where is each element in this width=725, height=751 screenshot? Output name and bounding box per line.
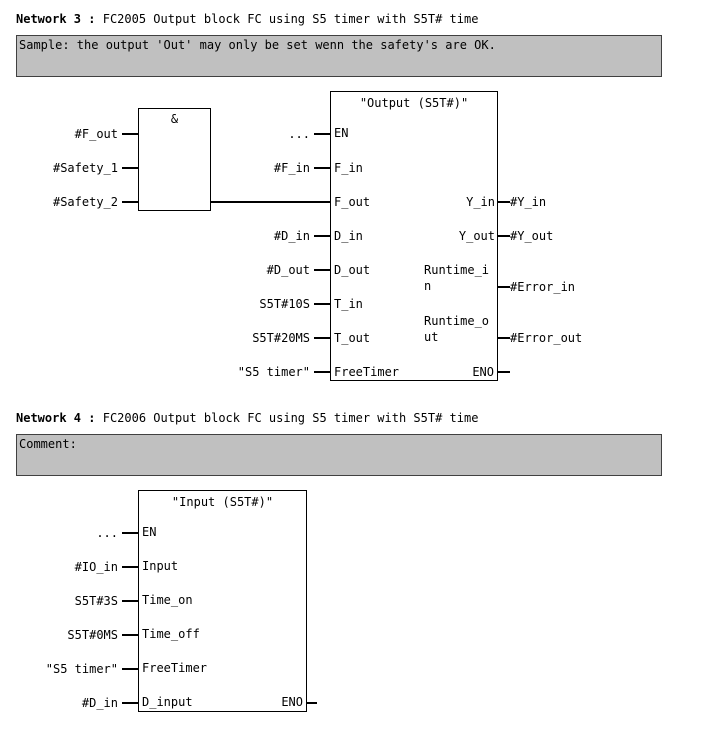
wire-error-out	[498, 337, 510, 339]
actual-d-in: #D_in	[273, 229, 310, 243]
actual-input: #IO_in	[74, 560, 118, 574]
wire-en	[314, 133, 330, 135]
actual-error-out: #Error_out	[510, 331, 583, 345]
wire-en	[122, 532, 138, 534]
pin-en: EN	[334, 126, 349, 140]
pin-time-on: Time_on	[142, 593, 193, 607]
pin-t-out: T_out	[334, 331, 371, 345]
pin-freetimer: FreeTimer	[142, 661, 208, 675]
and-output-wire	[211, 201, 331, 203]
and-input-1: #F_out	[74, 127, 118, 141]
actual-en: ...	[288, 127, 310, 141]
actual-y-out: #Y_out	[510, 229, 554, 243]
and-input-2: #Safety_1	[52, 161, 118, 175]
network-label: Network 4	[16, 411, 82, 425]
wire-t-in	[314, 303, 330, 305]
wire-y-in	[498, 201, 510, 203]
wire-f-in	[314, 167, 330, 169]
pin-f-in: F_in	[334, 161, 363, 175]
pin-time-off: Time_off	[142, 627, 200, 641]
wire-time-off	[122, 634, 138, 636]
and-input-2-wire	[122, 167, 138, 169]
network-4-header: Network 4 : FC2006 Output block FC using…	[16, 411, 478, 425]
actual-en: ...	[96, 526, 118, 540]
pin-runtime-out-2: ut	[424, 330, 439, 344]
wire-freetimer	[122, 668, 138, 670]
network-3-comment[interactable]: Sample: the output 'Out' may only be set…	[16, 35, 662, 77]
pin-d-input: D_input	[142, 695, 193, 709]
fc-block-title: "Input (S5T#)"	[171, 495, 274, 509]
fc-block-title: "Output (S5T#)"	[359, 96, 469, 110]
comment-text: Sample: the output 'Out' may only be set…	[19, 38, 496, 52]
wire-input	[122, 566, 138, 568]
network-4-comment[interactable]: Comment:	[16, 434, 662, 476]
wire-error-in	[498, 286, 510, 288]
pin-eno: ENO	[281, 695, 303, 709]
pin-runtime-out-1: Runtime_o	[424, 314, 490, 328]
wire-eno	[498, 371, 510, 373]
pin-runtime-in-2: n	[424, 279, 432, 293]
wire-t-out	[314, 337, 330, 339]
pin-d-out: D_out	[334, 263, 371, 277]
wire-freetimer	[314, 371, 330, 373]
and-input-3: #Safety_2	[52, 195, 118, 209]
network-sep: :	[88, 12, 96, 26]
wire-time-on	[122, 600, 138, 602]
network-title: FC2006 Output block FC using S5 timer wi…	[102, 411, 479, 425]
and-block[interactable]: &	[138, 108, 211, 211]
pin-runtime-in-1: Runtime_i	[424, 263, 490, 277]
actual-d-out: #D_out	[266, 263, 310, 277]
and-input-3-wire	[122, 201, 138, 203]
pin-en: EN	[142, 525, 157, 539]
wire-d-out	[314, 269, 330, 271]
actual-y-in: #Y_in	[510, 195, 547, 209]
actual-freetimer: "S5 timer"	[45, 662, 118, 676]
pin-input: Input	[142, 559, 179, 573]
actual-t-out: S5T#20MS	[252, 331, 310, 345]
pin-y-in: Y_in	[466, 195, 495, 209]
wire-eno	[307, 702, 317, 704]
network-3-header: Network 3 : FC2005 Output block FC using…	[16, 12, 478, 26]
and-symbol: &	[170, 112, 179, 126]
actual-d-input: #D_in	[81, 696, 118, 710]
actual-error-in: #Error_in	[510, 280, 576, 294]
network-label: Network 3	[16, 12, 82, 26]
network-sep: :	[88, 411, 96, 425]
pin-freetimer: FreeTimer	[334, 365, 400, 379]
network-title: FC2005 Output block FC using S5 timer wi…	[102, 12, 479, 26]
actual-f-in: #F_in	[273, 161, 310, 175]
actual-time-off: S5T#0MS	[67, 628, 118, 642]
actual-freetimer: "S5 timer"	[237, 365, 310, 379]
pin-eno: ENO	[472, 365, 494, 379]
fc-block-input[interactable]: "Input (S5T#)" EN Input Time_on Time_off…	[138, 490, 307, 712]
fc-block-output[interactable]: "Output (S5T#)" EN F_in F_out D_in D_out…	[330, 91, 498, 381]
comment-text: Comment:	[19, 437, 77, 451]
actual-time-on: S5T#3S	[74, 594, 118, 608]
pin-f-out: F_out	[334, 195, 371, 209]
wire-y-out	[498, 235, 510, 237]
wire-d-in	[314, 235, 330, 237]
and-input-1-wire	[122, 133, 138, 135]
actual-t-in: S5T#10S	[259, 297, 310, 311]
pin-d-in: D_in	[334, 229, 363, 243]
pin-y-out: Y_out	[458, 229, 495, 243]
pin-t-in: T_in	[334, 297, 363, 311]
wire-d-input	[122, 702, 138, 704]
